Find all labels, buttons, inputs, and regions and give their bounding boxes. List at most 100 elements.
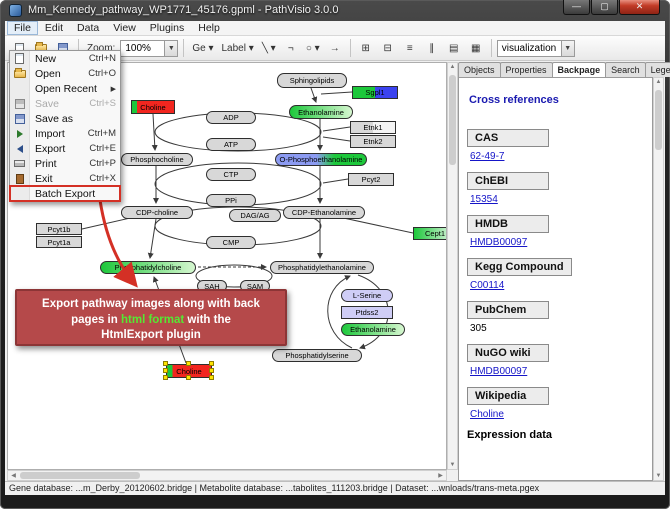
pathway-node-phosphatidylserine-27[interactable]: Phosphatidylserine [272,349,362,362]
pathway-node-cdp-ethanolamine-15[interactable]: CDP-Ethanolamine [283,206,365,219]
pathway-node-adp-4[interactable]: ADP [206,111,256,124]
label-tool[interactable]: Label ▾ [221,42,254,54]
pathway-node-atp-7[interactable]: ATP [206,138,256,151]
menu-edit[interactable]: Edit [44,22,64,34]
scrollbar-thumb[interactable] [655,90,662,150]
selection-handle[interactable] [186,361,191,366]
scroll-down-icon[interactable]: ▼ [655,473,662,479]
tab-search[interactable]: Search [605,62,646,77]
scroll-left-icon[interactable]: ◀ [11,473,16,479]
pathway-node-pcyt1a-18[interactable]: Pcyt1a [36,236,82,248]
pathway-node-ethanolamine-3[interactable]: Ethanolamine [289,105,353,119]
file-menu-item-open-recent[interactable]: Open Recent▶ [10,81,120,96]
pathway-node-phosphatidylcholine-20[interactable]: Phosphatidylcholine [100,261,196,274]
pathway-node-etnk1-5[interactable]: Etnk1 [350,121,396,134]
selection-handle[interactable] [186,375,191,380]
crossref-link[interactable]: 15354 [470,194,498,205]
pathway-node-ctp-10[interactable]: CTP [206,168,256,181]
file-menu-item-save-as[interactable]: Save as [10,111,120,126]
group-icon[interactable]: ▤ [449,42,459,54]
pathway-node-pcyt1b-16[interactable]: Pcyt1b [36,223,82,235]
annotation-line1: Export pathway images along with back [42,298,260,310]
crossref-title: HMDB [467,215,549,233]
scrollbar-thumb[interactable] [449,75,456,165]
pathway-node-ptdss2-25[interactable]: Ptdss2 [341,306,393,319]
tab-legend[interactable]: Legend [644,62,670,77]
scroll-right-icon[interactable]: ▶ [438,473,443,479]
pathway-node-etnk2-6[interactable]: Etnk2 [350,135,396,148]
scrollbar-thumb[interactable] [20,472,140,479]
canvas-vertical-scrollbar[interactable]: ▲ ▼ [447,62,458,470]
pathway-node-l-serine-24[interactable]: L-Serine [341,289,393,302]
crossref-link[interactable]: HMDB00097 [470,237,528,248]
close-button[interactable]: ✕ [619,0,660,15]
pathway-node-sgpl1-1[interactable]: Sgpl1 [352,86,398,99]
scroll-down-icon[interactable]: ▼ [449,462,456,468]
crossref-link[interactable]: 62-49-7 [470,151,505,162]
gene-datanode-tool[interactable]: Ge ▾ [192,42,214,54]
connector-tool[interactable]: → [329,42,340,54]
file-menu-item-batch-export[interactable]: Batch Export [9,185,121,202]
align-vertical-icon[interactable]: ⊟ [383,42,392,54]
chevron-down-icon[interactable]: ▼ [560,40,574,56]
selection-handle[interactable] [209,368,214,373]
minimize-button[interactable]: — [563,0,590,15]
chevron-down-icon[interactable]: ▼ [164,40,178,56]
pathway-node-o-phosphoethanolamine-9[interactable]: O-Phosphoethanolamine [275,153,367,166]
maximize-button[interactable]: ▢ [591,0,618,15]
toolbar-separator [78,39,79,57]
crossref-link[interactable]: HMDB00097 [470,366,528,377]
crossref-link[interactable]: Choline [470,409,504,420]
side-panel: ObjectsPropertiesBackpageSearchLegend Cr… [458,62,670,481]
pathway-node-pcyt2-11[interactable]: Pcyt2 [348,173,394,186]
menu-view[interactable]: View [113,22,136,34]
tab-objects[interactable]: Objects [458,62,501,77]
elbow-connector-tool[interactable]: ¬ [287,42,294,54]
titlebar[interactable]: Mm_Kennedy_pathway_WP1771_45176.gpml - P… [0,0,670,21]
pathway-node-ppi-12[interactable]: PPi [206,194,256,207]
zoom-combobox[interactable]: 100% ▼ [120,39,179,57]
pathway-node-cdp-choline-13[interactable]: CDP-choline [121,206,193,219]
align-horizontal-icon[interactable]: ⊞ [361,42,370,54]
zoom-value: 100% [125,42,151,54]
scroll-up-icon[interactable]: ▲ [449,64,456,70]
line-tool[interactable]: ╲ ▾ [261,42,276,54]
tab-backpage[interactable]: Backpage [551,62,607,77]
distribute-icon[interactable]: ≡ [406,42,413,54]
stack-horizontal-icon[interactable]: ∥ [429,42,435,54]
selection-handle[interactable] [209,375,214,380]
panel-scrollbar[interactable]: ▲ ▼ [653,77,664,481]
pathway-node-cmp-19[interactable]: CMP [206,236,256,249]
pathway-node-choline-2[interactable]: Choline [131,100,175,114]
tab-properties[interactable]: Properties [499,62,553,77]
pathway-node-ethanolamine-26[interactable]: Ethanolamine [341,323,405,336]
menu-help[interactable]: Help [198,22,220,34]
scroll-up-icon[interactable]: ▲ [655,79,662,85]
selection-handle[interactable] [163,375,168,380]
menu-file[interactable]: File [7,21,38,35]
selection-handle[interactable] [163,361,168,366]
pathway-node-cept1-17[interactable]: Cept1 [413,227,446,240]
visualization-combobox[interactable]: visualization ▼ [496,39,575,57]
pathway-node-sphingolipids-0[interactable]: Sphingolipids [277,73,347,88]
toolbar-separator [349,39,351,57]
selection-handle[interactable] [209,361,214,366]
shape-tool[interactable]: ○ ▾ [305,42,320,54]
menu-data[interactable]: Data [77,22,100,34]
pathway-node-dag-ag-14[interactable]: DAG/AG [229,209,281,222]
canvas-horizontal-scrollbar[interactable]: ◀ ▶ [7,470,447,481]
exit-icon [15,173,24,184]
crossref-link[interactable]: C00114 [470,280,505,291]
ungroup-icon[interactable]: ▦ [471,42,481,54]
pathway-node-phosphatidylethanolamine-21[interactable]: Phosphatidylethanolamine [270,261,374,274]
selection-handle[interactable] [163,368,168,373]
menu-plugins[interactable]: Plugins [149,22,185,34]
pathway-node-phosphocholine-8[interactable]: Phosphocholine [121,153,193,166]
